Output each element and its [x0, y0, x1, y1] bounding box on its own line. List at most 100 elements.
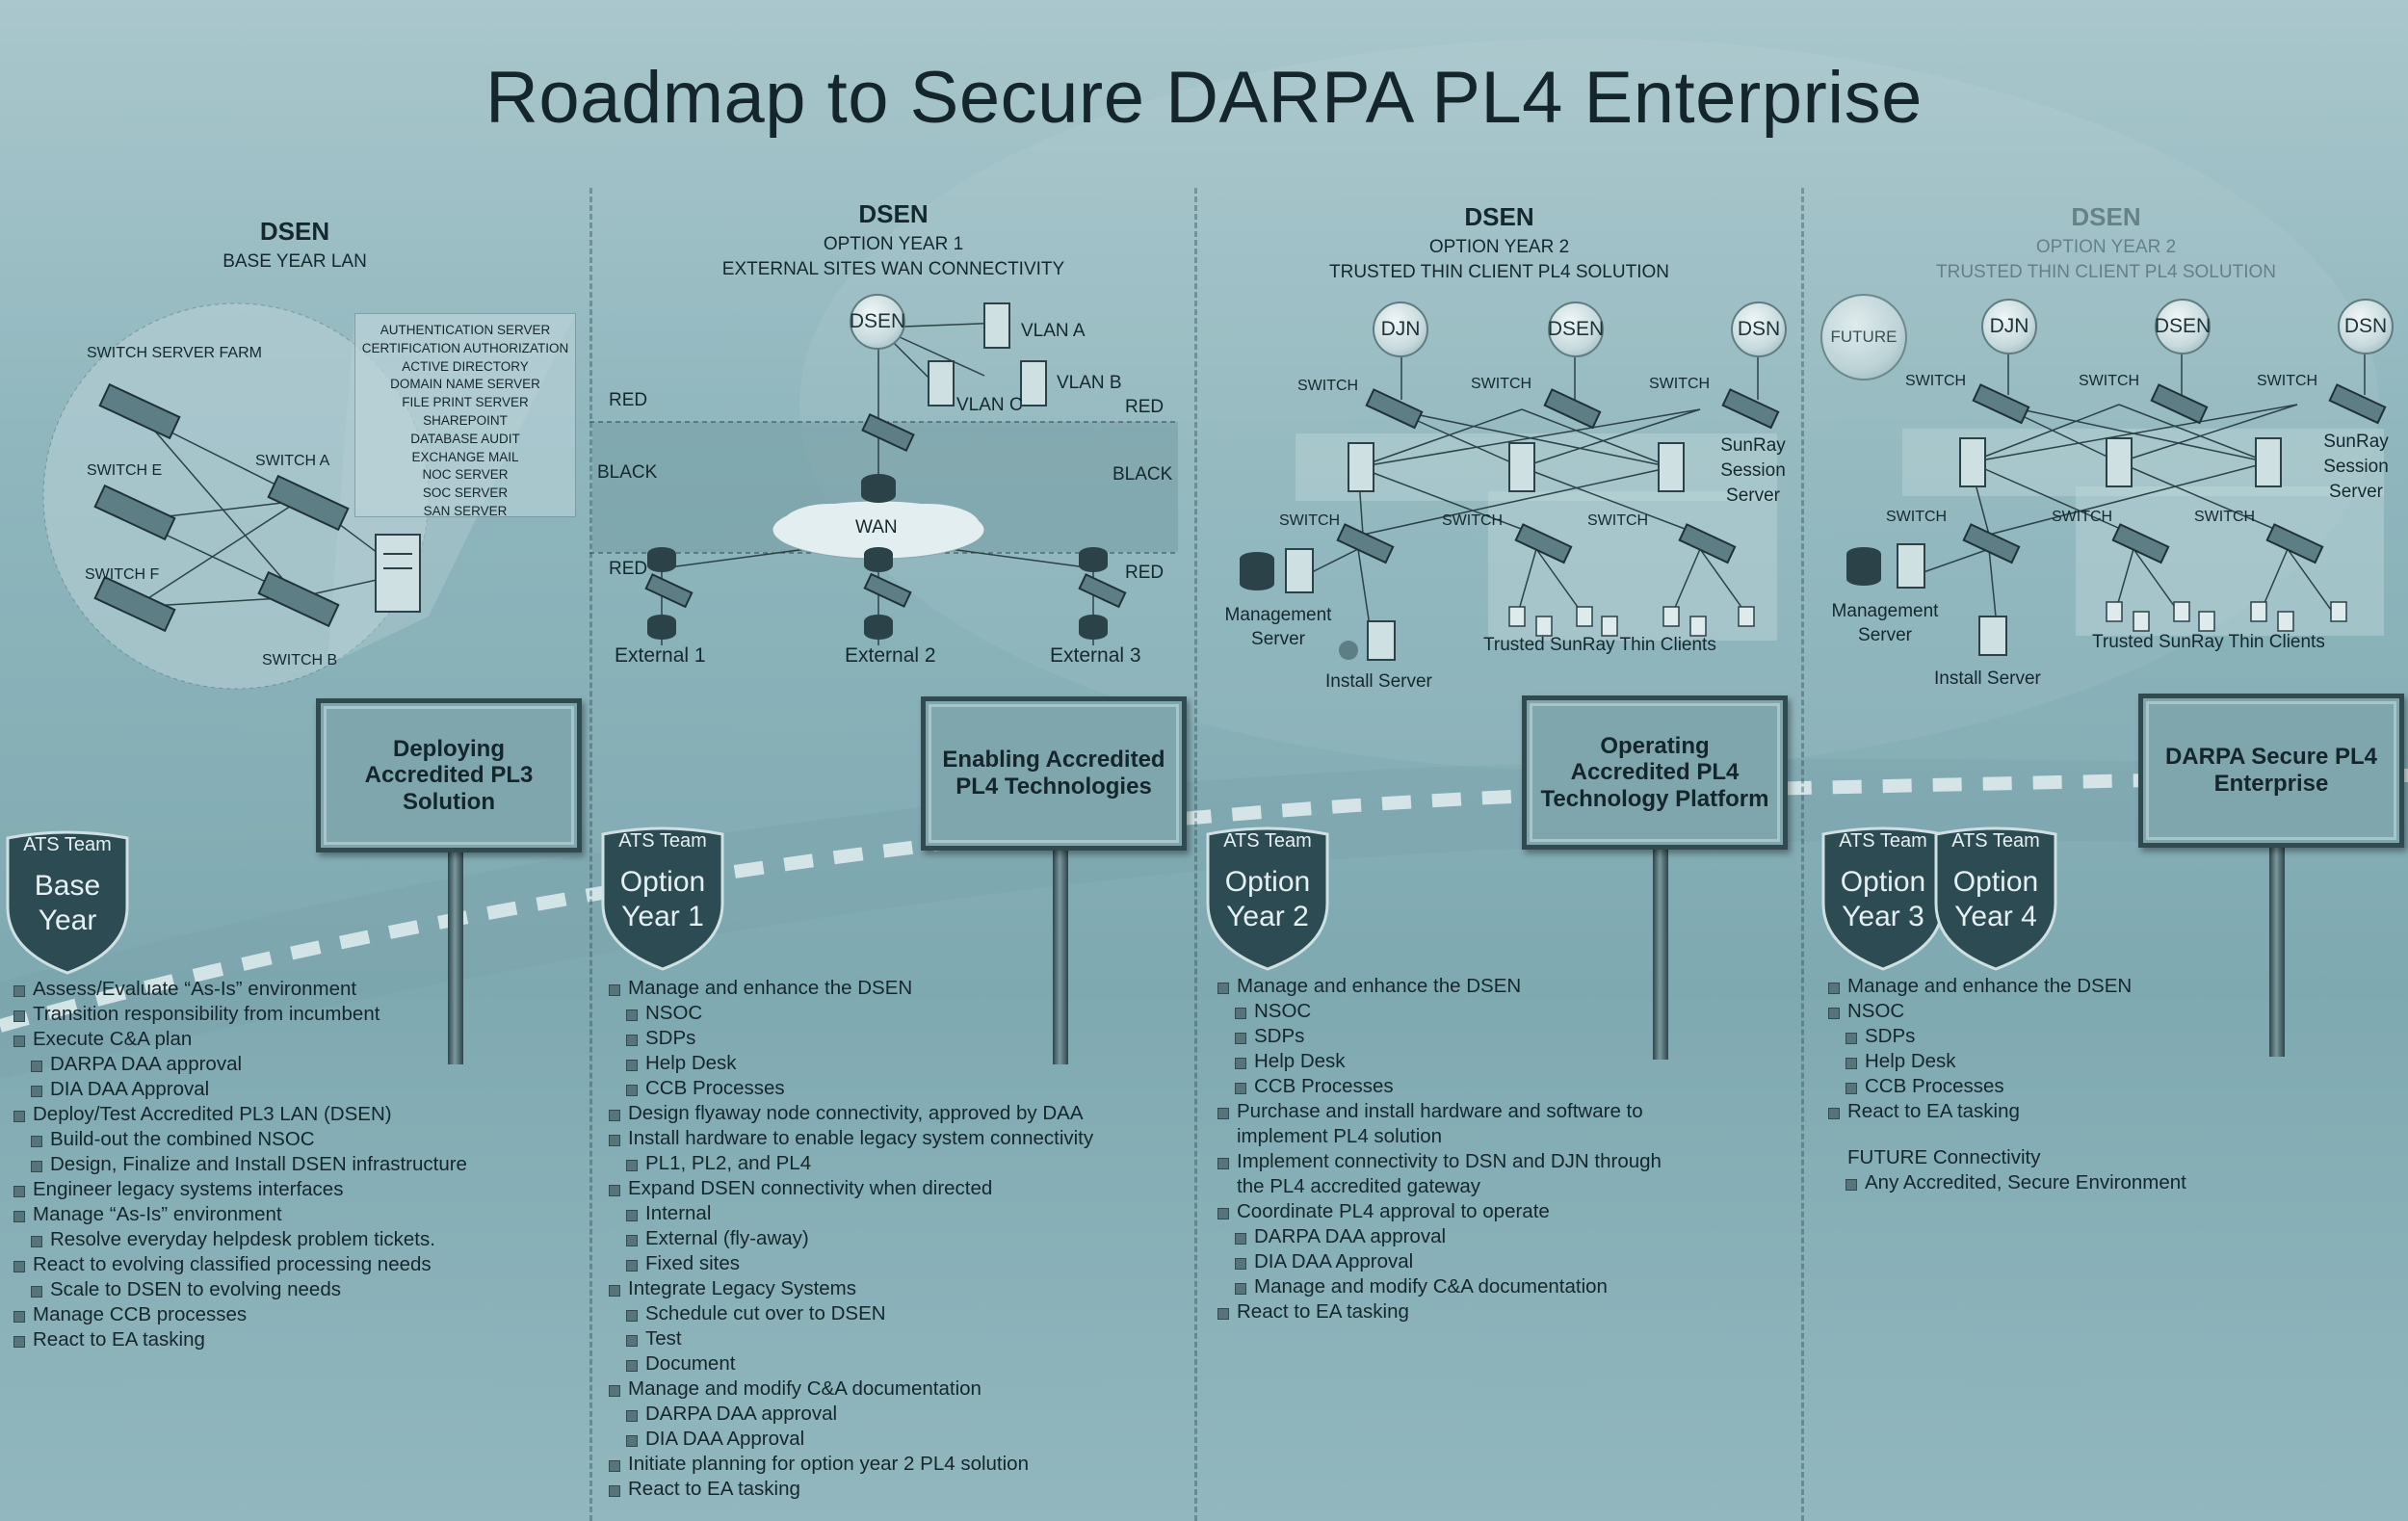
label-switch-f: SWITCH F — [85, 566, 160, 583]
column-title: DSEN — [2071, 202, 2141, 231]
database-icon — [1240, 552, 1274, 590]
bullet-item: Coordinate PL4 approval to operate — [1216, 1199, 1662, 1224]
bullet-item: PL1, PL2, and PL4 — [607, 1151, 1093, 1176]
bullet-item: Design flyaway node connectivity, approv… — [607, 1101, 1093, 1126]
label-black: BLACK — [597, 462, 658, 483]
server-icon — [375, 534, 421, 613]
bullet-item: Document — [607, 1351, 1093, 1377]
djn-node-icon: DJN — [1981, 299, 2037, 354]
page-title: Roadmap to Secure DARPA PL4 Enterprise — [485, 57, 1923, 139]
switch-icon — [93, 382, 350, 633]
label-external-1: External 1 — [615, 644, 706, 667]
wan-diagram — [589, 302, 1177, 645]
column-heading: DSEN BASE YEAR LAN — [0, 217, 589, 275]
database-icon — [1846, 547, 1881, 586]
sign-post — [1053, 848, 1068, 1064]
bullet-item: the PL4 accredited gateway — [1237, 1175, 1480, 1197]
service-item: DOMAIN NAME SERVER — [390, 377, 540, 392]
label-switch: SWITCH — [1587, 512, 1649, 529]
services-list: AUTHENTICATION SERVER CERTIFICATION AUTH… — [354, 313, 576, 518]
djn-node-icon: DJN — [1373, 302, 1428, 357]
switch-icon — [644, 412, 1127, 609]
bullet-item: Help Desk — [607, 1051, 1093, 1076]
dsen-node-icon: DSEN — [850, 294, 905, 350]
shield-line1: Option — [619, 866, 706, 898]
bullet-item: DARPA DAA approval — [607, 1402, 1093, 1427]
milestone-sign: Deploying Accredited PL3 Solution — [316, 698, 582, 852]
label-management-server: Management Server — [1224, 605, 1332, 649]
shield-line1: Option — [1952, 866, 2039, 898]
label-switch-e: SWITCH E — [87, 462, 163, 479]
shield-line2: Year 2 — [1226, 901, 1309, 932]
sign-post — [1653, 846, 1668, 1060]
bullet-item: Manage CCB processes — [12, 1302, 467, 1327]
shield-team: ATS Team — [1839, 830, 1927, 852]
bullet-item: CCB Processes — [1216, 1074, 1662, 1099]
label-switch: SWITCH — [1471, 376, 1532, 392]
label-red: RED — [1125, 563, 1165, 583]
label-vlan-b: VLAN B — [1057, 373, 1122, 393]
bullet-item: React to EA tasking — [1216, 1299, 1662, 1324]
bullet-item: Manage and modify C&A documentation — [1216, 1274, 1662, 1299]
bullet-item: Any Accredited, Secure Environment — [1826, 1170, 2186, 1195]
bullet-item: Design, Finalize and Install DSEN infras… — [12, 1152, 467, 1177]
thin-client-icon — [1508, 606, 1755, 637]
label-switch-a: SWITCH A — [255, 453, 330, 469]
shield-line1: Base — [34, 870, 101, 902]
shield-team: ATS Team — [23, 834, 112, 855]
bullet-item: Execute C&A plan — [12, 1027, 467, 1052]
switch-icon — [1962, 383, 2387, 564]
bullet-item: Help Desk — [1216, 1049, 1662, 1074]
bullet-item: Resolve everyday helpdesk problem ticket… — [12, 1227, 467, 1252]
label-sunray-server: SunRay Session Server — [2323, 432, 2389, 502]
bullet-item: Manage and enhance the DSEN — [607, 976, 1093, 1001]
bullet-item: React to EA tasking — [1826, 1099, 2186, 1124]
label-black: BLACK — [1112, 464, 1173, 485]
service-item: CERTIFICATION AUTHORIZATION — [361, 340, 569, 355]
bullet-item: Manage and enhance the DSEN — [1216, 974, 1662, 999]
column-subtitle-line: OPTION YEAR 2 — [2035, 237, 2177, 257]
label-thin-clients: Trusted SunRay Thin Clients — [2092, 632, 2325, 652]
label-switch: SWITCH — [1649, 376, 1711, 392]
shield-team: ATS Team — [618, 830, 707, 852]
bullet-item: Help Desk — [1826, 1049, 2186, 1074]
bullet-item: CCB Processes — [607, 1076, 1093, 1101]
bullet-item: Install hardware to enable legacy system… — [607, 1126, 1093, 1151]
bullet-item: Internal — [607, 1201, 1093, 1226]
bullet-item: Test — [607, 1326, 1093, 1351]
label-external-2: External 2 — [845, 644, 936, 667]
bullet-item: Purchase and install hardware and softwa… — [1216, 1099, 1662, 1124]
bullet-item: NSOC — [1826, 999, 2186, 1024]
label-vlan-c: VLAN C — [956, 395, 1023, 415]
bullet-item: Deploy/Test Accredited PL3 LAN (DSEN) — [12, 1102, 467, 1127]
label-switch-b: SWITCH B — [262, 652, 338, 669]
service-item: SAN SERVER — [423, 503, 508, 518]
milestone-sign: Operating Accredited PL4 Technology Plat… — [1522, 695, 1788, 850]
label-switch: SWITCH — [1297, 378, 1359, 394]
bullet-item: Scale to DSEN to evolving needs — [12, 1277, 467, 1302]
bullet-item: NSOC — [1216, 999, 1662, 1024]
label-switch: SWITCH — [1886, 509, 1948, 525]
label-switch: SWITCH — [1905, 373, 1967, 389]
column-subtitle: BASE YEAR LAN — [222, 251, 367, 272]
service-item: ACTIVE DIRECTORY — [402, 358, 529, 374]
dsn-node-icon: DSN — [1731, 302, 1787, 357]
shield-line2: Year 1 — [621, 901, 704, 932]
label-install-server: Install Server — [1325, 671, 1432, 692]
server-icon — [1285, 442, 1685, 661]
label-red: RED — [1125, 397, 1165, 417]
shield-line2: Year — [38, 905, 97, 936]
shield-line2: Year 3 — [1842, 901, 1924, 932]
service-item: SOC SERVER — [422, 485, 509, 501]
bullet-item: React to evolving classified processing … — [12, 1252, 467, 1277]
